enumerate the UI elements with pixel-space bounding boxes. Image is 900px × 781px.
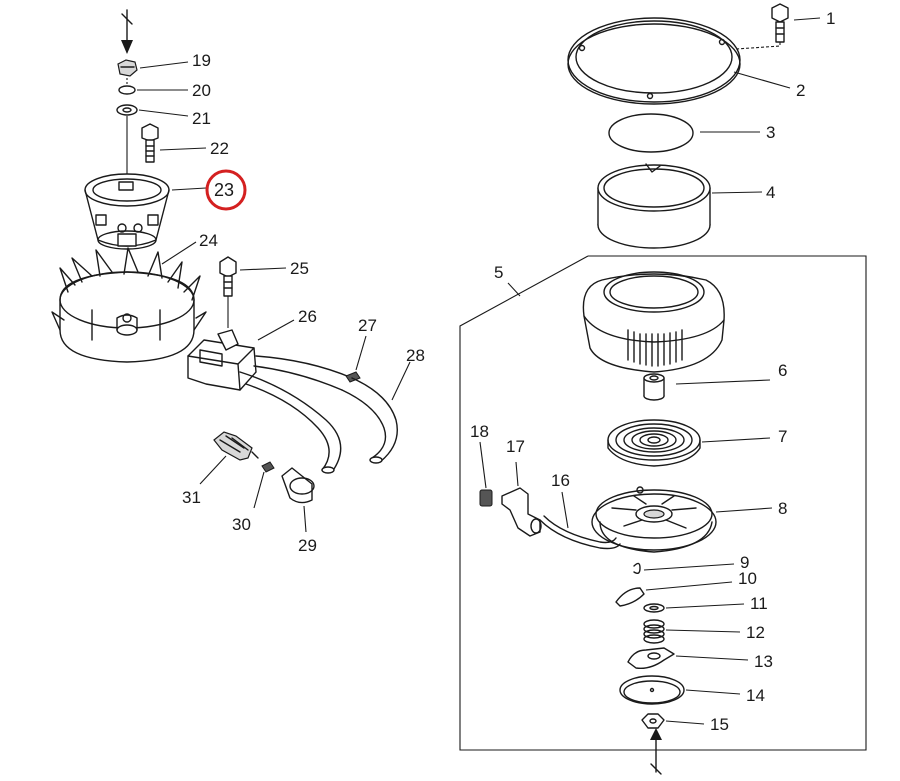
callout-8: 8 <box>778 499 787 518</box>
callout-7: 7 <box>778 427 787 446</box>
part-18-handle-insert <box>479 489 493 507</box>
part-25-bolt <box>219 256 237 328</box>
callout-31: 31 <box>182 488 201 507</box>
part-9-pin <box>633 562 641 575</box>
part-24-flywheel <box>51 247 207 363</box>
part-15-nut <box>641 713 665 729</box>
callout-9: 9 <box>740 553 749 572</box>
part-31-spark-plug <box>213 431 259 461</box>
part-3-screen <box>608 113 694 153</box>
part-30-spring-clip <box>261 461 275 473</box>
callout-18: 18 <box>470 422 489 441</box>
callout-16: 16 <box>551 471 570 490</box>
part-20-lock-washer <box>118 85 136 95</box>
assembly-arrow-bottom <box>650 728 662 775</box>
callout-14: 14 <box>746 686 765 705</box>
part-14-plate <box>619 675 685 705</box>
assembly-arrow-top <box>121 9 133 54</box>
callout-2: 2 <box>796 81 805 100</box>
callout-27: 27 <box>358 316 377 335</box>
part-8-pulley <box>591 486 717 553</box>
callout-5: 5 <box>494 263 503 282</box>
part-10-ratchet <box>615 587 645 607</box>
part-6-bushing <box>643 373 665 401</box>
callout-24: 24 <box>199 231 218 250</box>
part-16-starter-rope <box>539 515 621 550</box>
part-7-recoil-spring <box>607 419 701 467</box>
callout-11: 11 <box>750 594 768 613</box>
callout-28: 28 <box>406 346 425 365</box>
recoil-housing <box>582 271 725 373</box>
callout-1: 1 <box>826 9 835 28</box>
part-19-nut <box>117 59 138 77</box>
part-28-ground-wire <box>341 377 398 464</box>
callout-10: 10 <box>738 569 757 588</box>
part-21-washer <box>116 104 138 116</box>
callout-6: 6 <box>778 361 787 380</box>
callout-19: 19 <box>192 51 211 70</box>
callout-4: 4 <box>766 183 775 202</box>
callout-26: 26 <box>298 307 317 326</box>
callout-21: 21 <box>192 109 211 128</box>
part-22-bolt <box>141 123 159 163</box>
callout-17: 17 <box>506 437 525 456</box>
part-29-spark-plug-cap <box>281 467 315 504</box>
part-27-terminal <box>345 371 361 383</box>
highlight-circle <box>205 169 247 211</box>
part-23-starter-cup <box>84 173 170 250</box>
callout-29: 29 <box>298 536 317 555</box>
callout-23: 23 <box>214 180 234 200</box>
callout-25: 25 <box>290 259 309 278</box>
part-26-ignition-coil <box>187 329 353 474</box>
callout-3: 3 <box>766 123 775 142</box>
part-5-assembly-frame <box>459 255 867 751</box>
callout-13: 13 <box>754 652 773 671</box>
part-11-washer <box>643 603 665 613</box>
part-4-drum <box>597 163 711 249</box>
callout-15: 15 <box>710 715 729 734</box>
part-13-friction-plate <box>627 647 675 670</box>
part-1-bolt <box>721 3 789 51</box>
callout-30: 30 <box>232 515 251 534</box>
part-12-spring <box>643 619 665 644</box>
callout-12: 12 <box>746 623 765 642</box>
part-2-guard-ring <box>567 17 741 105</box>
part-17-handle <box>501 487 542 537</box>
callout-20: 20 <box>192 81 211 100</box>
callout-22: 22 <box>210 139 229 158</box>
